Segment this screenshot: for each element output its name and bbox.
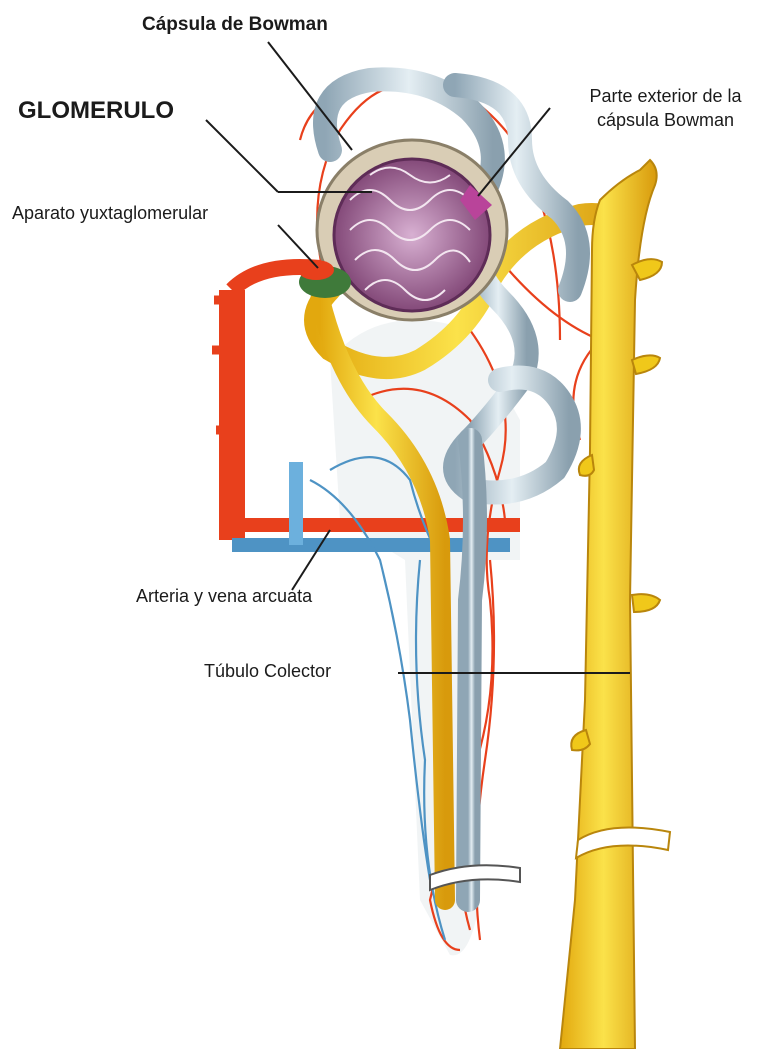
label-arteria-vena: Arteria y vena arcuata [136, 586, 312, 607]
label-glomerulo: GLOMERULO [18, 97, 174, 125]
label-tubulo-colector: Túbulo Colector [204, 661, 331, 682]
label-parte-exterior-line1: Parte exterior de la [558, 84, 773, 108]
label-capsula-bowman: Cápsula de Bowman [142, 14, 328, 36]
label-parte-exterior-line2: cápsula Bowman [558, 108, 773, 132]
label-aparato-yuxtaglomerular: Aparato yuxtaglomerular [12, 203, 208, 224]
bowman-capsule [317, 140, 507, 320]
label-parte-exterior: Parte exterior de la cápsula Bowman [558, 84, 773, 132]
